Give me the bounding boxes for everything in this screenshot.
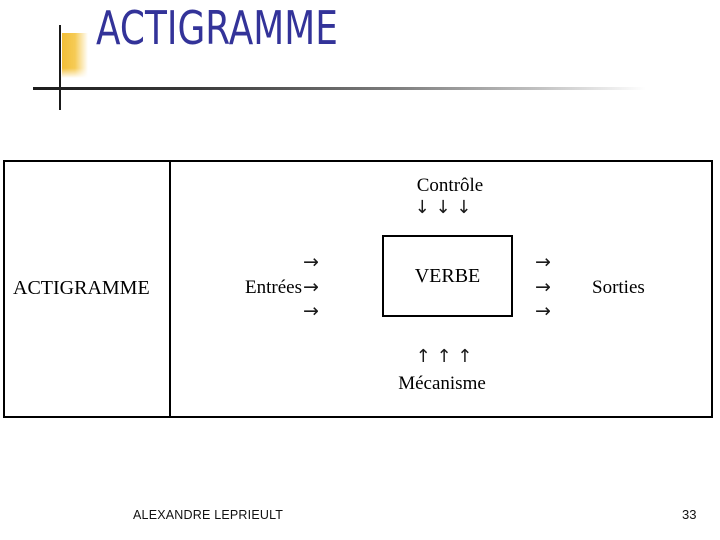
process-box: VERBE	[382, 235, 513, 317]
mechanism-label: Mécanisme	[398, 373, 486, 394]
outputs-label: Sorties	[592, 277, 645, 298]
footer-author: ALEXANDRE LEPRIEULT	[133, 508, 284, 522]
actigram-table-divider	[169, 160, 171, 418]
right-arrow-icon: →	[535, 300, 551, 322]
up-arrows-icon: ↑ ↑ ↑	[415, 346, 473, 367]
actigram-table-frame	[3, 160, 713, 418]
process-label: VERBE	[414, 264, 481, 287]
row-header-label: ACTIGRAMME	[13, 277, 150, 299]
down-arrows-icon: ↓ ↓ ↓	[414, 197, 472, 218]
right-arrow-icon: →	[303, 275, 319, 298]
right-arrow-icon: →	[535, 275, 551, 298]
footer-page-number: 33	[682, 507, 697, 522]
title-vertical-rule	[59, 25, 61, 110]
title-accent-square	[62, 33, 88, 78]
title-underline-rule	[33, 87, 678, 90]
control-label: Contrôle	[416, 175, 484, 196]
slide-title: ACTIGRAMME	[96, 1, 338, 55]
right-arrow-icon: →	[303, 251, 319, 273]
inputs-label: Entrées	[245, 277, 302, 298]
input-arrows-group: → → →	[303, 250, 323, 324]
output-arrows-group: → → →	[535, 250, 555, 324]
right-arrow-icon: →	[535, 251, 551, 273]
right-arrow-icon: →	[303, 300, 319, 322]
